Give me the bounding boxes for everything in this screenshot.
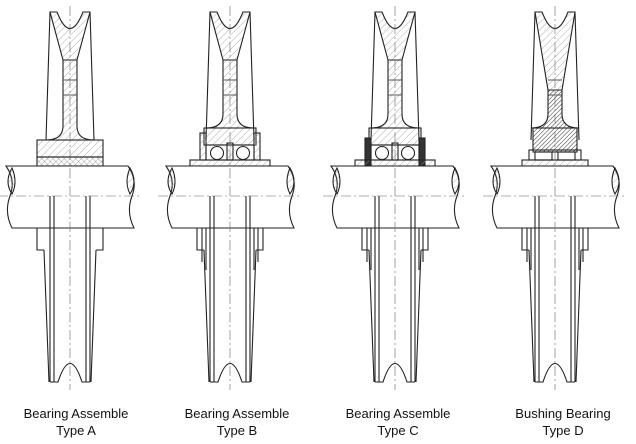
lower-groove — [535, 362, 575, 383]
lower-taper — [368, 249, 422, 383]
bushing-right — [557, 151, 576, 161]
label-line2: Type C — [377, 423, 419, 438]
label-line1: Bearing Assemble — [184, 406, 290, 421]
sheave-outline-upper — [370, 11, 420, 141]
lower-sheave-lines — [49, 196, 91, 382]
axle-section — [492, 166, 620, 196]
side-plate-left — [199, 132, 207, 161]
label-line2: Type B — [216, 423, 258, 438]
axle-section — [167, 166, 295, 196]
bearing-ball-left — [209, 145, 225, 161]
lower-groove — [50, 362, 90, 383]
axle-section — [332, 166, 460, 196]
bearing-ball-right — [400, 145, 416, 161]
label-type-c: Bearing Assemble Type C — [323, 405, 473, 439]
label-line2: Type D — [542, 423, 584, 438]
lower-taper — [528, 249, 582, 383]
rim-section — [374, 11, 416, 61]
sheave-outline-upper — [530, 11, 580, 141]
lower-sheave-lines — [374, 196, 416, 382]
pulley-type-a — [0, 6, 142, 390]
pulley-type-c — [323, 6, 467, 390]
bushing-left — [534, 151, 553, 161]
lower-groove — [375, 362, 415, 383]
lower-groove — [210, 362, 250, 383]
label-type-d: Bushing Bearing Type D — [488, 405, 636, 439]
pulley-type-b — [158, 6, 302, 390]
lower-steps — [526, 228, 584, 270]
lower-sheave-lines — [534, 196, 576, 382]
sheave-outline-upper — [45, 11, 95, 141]
label-line1: Bearing Assemble — [345, 406, 451, 421]
lower-taper — [43, 249, 97, 383]
lower-sheave-lines — [209, 196, 251, 382]
label-type-b: Bearing Assemble Type B — [162, 405, 312, 439]
bearing-ball-right — [235, 145, 251, 161]
bearing-ball-left — [374, 145, 390, 161]
lower-steps — [366, 228, 424, 270]
label-type-a: Bearing Assemble Type A — [1, 405, 151, 439]
pulley-type-d — [483, 6, 627, 390]
axle-section — [7, 166, 135, 196]
label-line2: Type A — [56, 423, 96, 438]
label-line1: Bearing Assemble — [23, 406, 129, 421]
lower-taper — [203, 249, 257, 383]
lower-hub — [36, 228, 104, 251]
lower-steps — [201, 228, 259, 270]
side-plate-right — [253, 132, 261, 161]
label-line1: Bushing Bearing — [515, 406, 611, 421]
rim-section — [49, 11, 91, 61]
rim-section — [209, 11, 251, 61]
sheave-outline-upper — [205, 11, 255, 141]
